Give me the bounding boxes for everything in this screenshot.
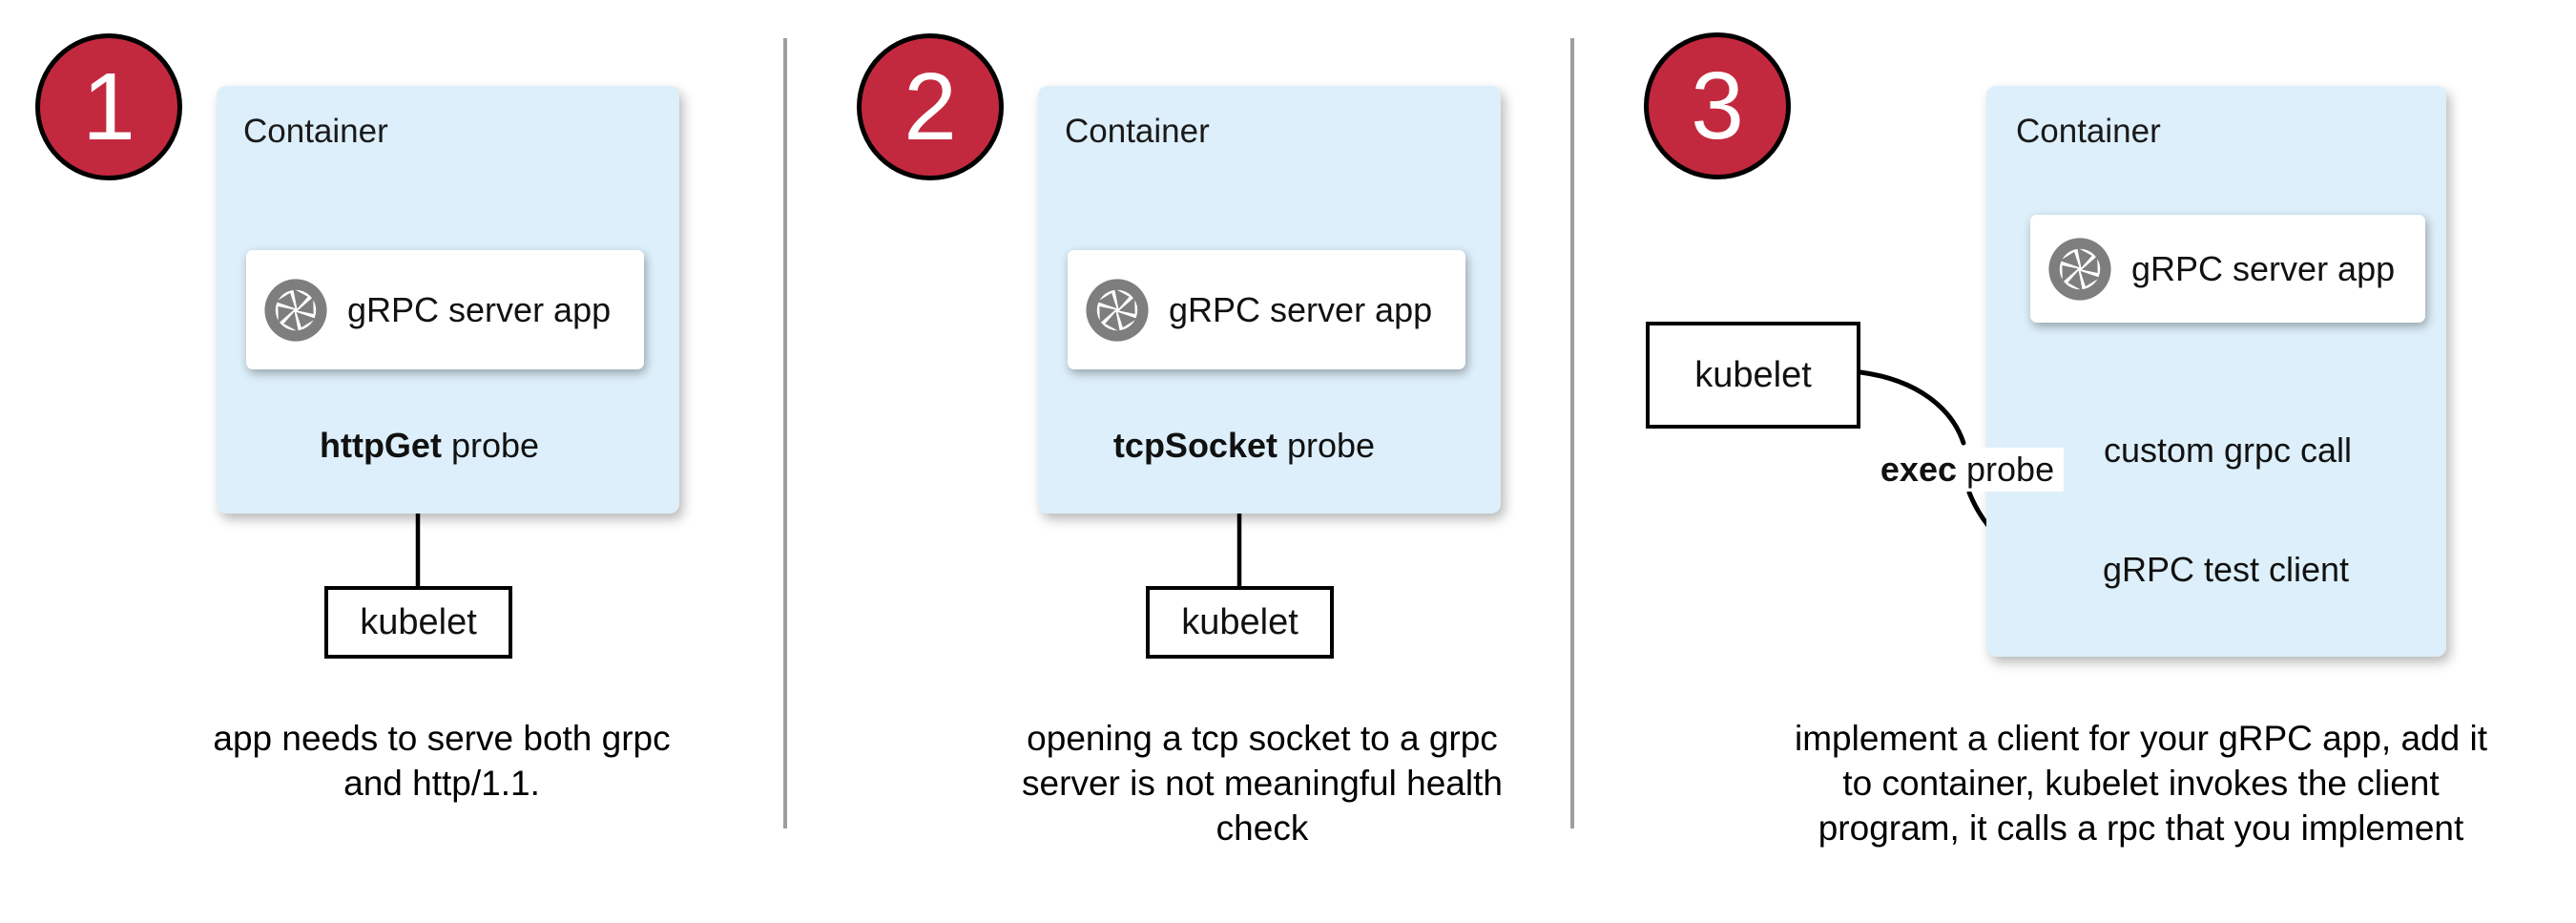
caption-line: app needs to serve both grpc [213, 719, 671, 758]
step-number: 3 [1691, 52, 1744, 159]
kubelet-label: kubelet [1694, 354, 1812, 395]
container-box-3 [1986, 86, 2446, 657]
caption-line: implement a client for your gRPC app, ad… [1795, 719, 2487, 758]
grpc-server-app-label: gRPC server app [347, 289, 612, 329]
grpc-server-app-box: gRPC server app [2030, 215, 2425, 323]
step-number: 2 [904, 53, 957, 160]
step-badge-1: 1 [35, 33, 182, 180]
probe-label: tcpSocket probe [1113, 426, 1375, 466]
exec-probe-curve [1858, 369, 1966, 446]
probe-word: probe [1957, 450, 2055, 489]
exec-probe-label: exec probe [1870, 448, 2065, 492]
kubelet-box: kubelet [1146, 586, 1334, 659]
step-badge-3: 3 [1644, 32, 1791, 179]
caption-line: and http/1.1. [343, 764, 540, 803]
probe-type: exec [1880, 450, 1958, 489]
grpc-aperture-icon [263, 278, 328, 343]
caption-line: to container, kubelet invokes the client [1842, 764, 2440, 803]
grpc-aperture-icon [1085, 278, 1150, 343]
step-number: 1 [82, 53, 135, 160]
container-label: Container [243, 113, 388, 150]
custom-grpc-call-label: custom grpc call [2103, 430, 2353, 470]
container-label: Container [1065, 113, 1210, 150]
panel-caption: opening a tcp socket to a grpc server is… [1022, 716, 1503, 850]
kubelet-label: kubelet [1181, 601, 1298, 642]
caption-line: server is not meaningful health [1022, 764, 1503, 803]
panel-divider [783, 38, 787, 829]
probe-type: tcpSocket [1112, 426, 1278, 465]
panel-caption: app needs to serve both grpc and http/1.… [213, 716, 670, 806]
caption-line: program, it calls a rpc that you impleme… [1818, 808, 2464, 848]
grpc-server-app-label: gRPC server app [2131, 248, 2396, 288]
grpc-server-app-box: gRPC server app [1068, 250, 1465, 369]
grpc-server-app-box: gRPC server app [246, 250, 644, 369]
grpc-server-app-label: gRPC server app [1169, 289, 1433, 329]
step-badge-2: 2 [857, 33, 1004, 180]
kubelet-box: kubelet [324, 586, 512, 659]
caption-line: opening a tcp socket to a grpc [1027, 719, 1498, 758]
panel-divider [1570, 38, 1574, 829]
panel-caption: implement a client for your gRPC app, ad… [1795, 716, 2487, 850]
probe-label: httpGet probe [320, 426, 539, 466]
probe-type: httpGet [319, 426, 442, 465]
probe-word: probe [1277, 426, 1376, 465]
kubelet-label: kubelet [360, 601, 477, 642]
probe-word: probe [441, 426, 540, 465]
container-label: Container [2016, 113, 2161, 150]
grpc-aperture-icon [2047, 237, 2112, 302]
grpc-test-client-label: gRPC test client [2102, 550, 2350, 589]
caption-line: check [1215, 808, 1309, 848]
kubelet-box: kubelet [1646, 322, 1860, 429]
